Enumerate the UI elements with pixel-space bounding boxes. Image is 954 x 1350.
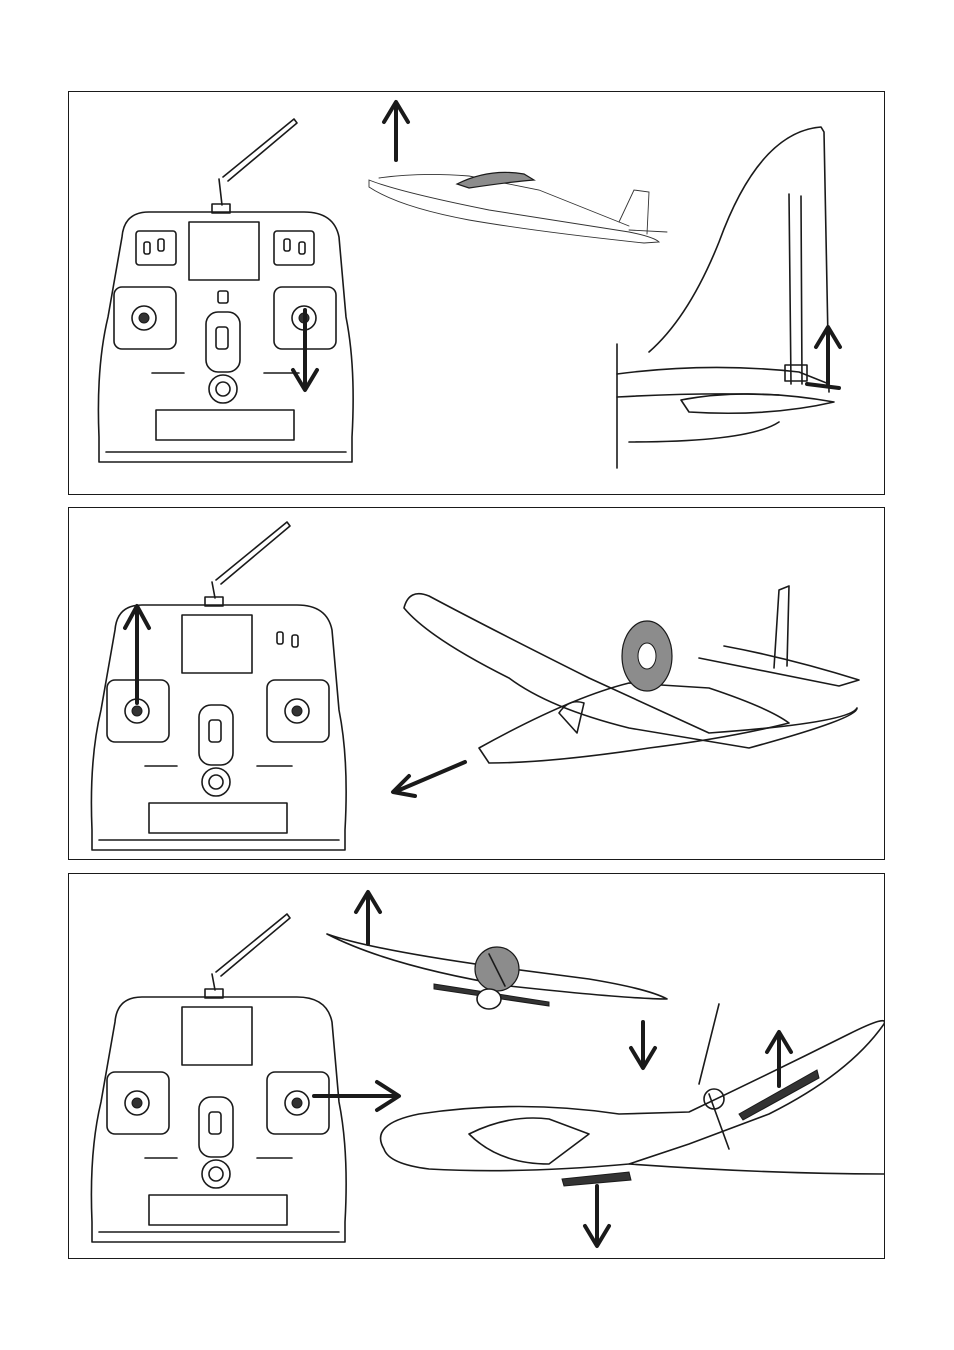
glider-side-view [369, 172, 667, 243]
glider-front-view [327, 934, 667, 1009]
stick-right-arrow [314, 1082, 399, 1110]
elevator-illustration [69, 92, 885, 495]
throttle-illustration [69, 508, 885, 860]
transmitter-1 [98, 119, 353, 462]
panel-aileron [68, 873, 885, 1259]
transmitter-2 [91, 522, 346, 850]
elevator-up-arrow [816, 327, 840, 384]
stick-up-arrow [125, 606, 149, 703]
transmitter-3 [91, 914, 346, 1242]
right-aileron-up-arrow [767, 1032, 791, 1086]
forward-arrow [393, 762, 465, 796]
aileron-illustration [69, 874, 885, 1259]
left-aileron-down-arrow [585, 1186, 609, 1246]
pitch-up-arrow [384, 102, 408, 160]
left-wing-up-arrow [356, 892, 380, 944]
glider-perspective [404, 586, 859, 763]
panel-elevator [68, 91, 885, 495]
tail-detail [617, 127, 839, 468]
panel-throttle [68, 507, 885, 860]
stick-down-arrow [293, 310, 317, 390]
right-wing-down-arrow [631, 1022, 655, 1068]
glider-rear-view [381, 1004, 885, 1186]
